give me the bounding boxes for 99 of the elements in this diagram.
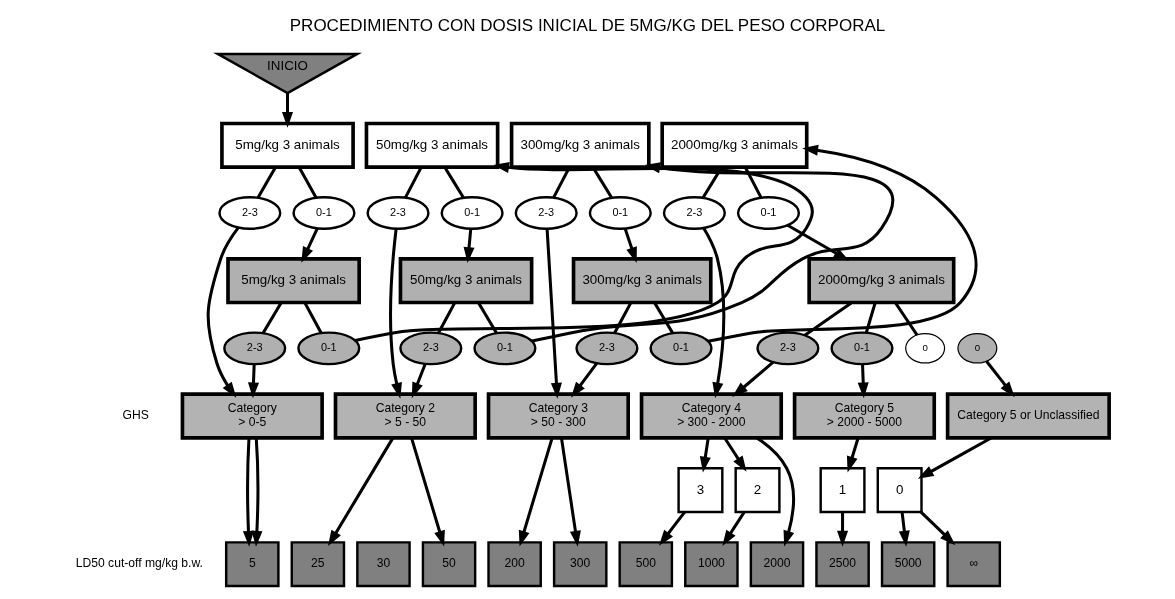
- label: LD50 cut-off mg/kg b.w.: [75, 556, 203, 571]
- arrow: [732, 361, 775, 398]
- connector: [653, 302, 675, 335]
- arrow: [985, 360, 1015, 398]
- arrow: [251, 438, 263, 547]
- node-ellipse: 0: [957, 333, 998, 364]
- arrow: [699, 437, 711, 473]
- connector: [303, 302, 323, 334]
- node-box: 2500: [815, 541, 870, 588]
- node-box: 2: [734, 467, 781, 514]
- node-box: 3: [677, 467, 724, 514]
- node-ellipse: 0-1: [440, 196, 504, 230]
- connector: [864, 302, 877, 334]
- arrow: [328, 437, 395, 547]
- node-ellipse: 2-3: [218, 196, 282, 230]
- arrow: [898, 511, 910, 547]
- arrow: [206, 226, 240, 398]
- node-box: 5mg/kg 3 animals: [226, 257, 361, 305]
- arrow: [411, 363, 427, 399]
- node-ellipse: 0-1: [292, 196, 356, 230]
- arrow: [917, 436, 992, 479]
- node-box: Category 3 > 50 - 300: [486, 392, 630, 440]
- node-ellipse: 0-1: [830, 331, 894, 366]
- node-box: 300: [552, 541, 608, 588]
- node-box: 2000mg/kg 3 animals: [660, 121, 809, 169]
- connector: [613, 302, 633, 334]
- node-ellipse: 0: [905, 333, 946, 364]
- node-ellipse: 0-1: [297, 331, 361, 366]
- arrow: [571, 362, 599, 398]
- arrow: [786, 223, 850, 261]
- node-box: 5: [224, 541, 280, 588]
- arrow: [389, 228, 402, 399]
- node-ellipse: 2-3: [756, 331, 820, 366]
- node-box: 50: [421, 541, 477, 588]
- node-box: 2000mg/kg 3 animals: [807, 257, 956, 305]
- arrow: [410, 437, 445, 547]
- connector: [437, 302, 457, 334]
- node-box: 30: [356, 541, 411, 588]
- node-ellipse: 2-3: [366, 196, 430, 230]
- node-box: Category > 0-5: [180, 392, 324, 440]
- connector: [297, 166, 318, 199]
- arrow: [247, 364, 260, 399]
- connector: [744, 166, 763, 199]
- arrow: [463, 228, 475, 263]
- node-box: 0: [876, 467, 923, 514]
- arrow: [707, 144, 978, 343]
- arrow: [658, 511, 686, 546]
- node-ellipse: 2-3: [575, 331, 639, 366]
- arrow: [756, 436, 796, 547]
- arrow: [518, 437, 554, 547]
- node-ellipse: 0-1: [588, 196, 652, 230]
- arrow: [242, 438, 254, 547]
- node-box: 5mg/kg 3 animals: [220, 121, 355, 169]
- node-box: 1000: [684, 541, 739, 588]
- arrow: [723, 437, 747, 472]
- arrow: [623, 227, 637, 263]
- connector: [443, 166, 465, 199]
- arrow: [722, 511, 746, 546]
- node-ellipse: 0-1: [649, 331, 713, 366]
- node-box: Category 5 or Unclassified: [945, 392, 1111, 440]
- arrow: [281, 93, 294, 128]
- diagram-title: PROCEDIMIENTO CON DOSIS INICIAL DE 5MG/KG DEL PESO CORPORAL: [289, 16, 886, 36]
- node-ellipse: 2-3: [662, 196, 726, 230]
- node-ellipse: 2-3: [514, 196, 578, 230]
- connector: [894, 302, 919, 336]
- node-box: 300mg/kg 3 animals: [509, 121, 651, 169]
- node-box: 2000: [749, 541, 805, 588]
- node-box: 5000: [880, 541, 936, 588]
- node-ellipse: 2-3: [399, 331, 463, 366]
- arrow: [559, 437, 581, 547]
- node-box: 25: [290, 541, 346, 588]
- connector: [404, 166, 423, 199]
- arrow: [920, 510, 956, 546]
- arrow: [354, 161, 814, 342]
- node-ellipse: 0-1: [473, 331, 537, 366]
- node-ellipse: 2-3: [223, 331, 287, 366]
- node-box: 50mg/kg 3 animals: [398, 257, 534, 305]
- arrow: [857, 364, 869, 399]
- node-box: Category 2 > 5 - 50: [333, 392, 477, 440]
- node-box: 300mg/kg 3 animals: [571, 257, 713, 305]
- node-box: 50mg/kg 3 animals: [364, 121, 500, 169]
- connector: [804, 301, 853, 337]
- node-box: ∞: [946, 541, 1002, 588]
- node-box: Category 4 > 300 - 2000: [639, 392, 784, 440]
- label: GHS: [122, 408, 149, 423]
- node-box: Category 5 > 2000 - 5000: [792, 392, 937, 440]
- connector: [261, 302, 283, 335]
- arrow: [301, 227, 319, 263]
- arrow: [531, 162, 894, 343]
- arrow: [846, 437, 860, 473]
- node-box: 1: [819, 467, 866, 514]
- node-box: 500: [618, 541, 674, 588]
- arrow: [837, 512, 849, 547]
- node-ellipse: 0-1: [736, 196, 801, 230]
- connector: [256, 166, 277, 199]
- arrow: [702, 227, 726, 399]
- arrow: [545, 228, 562, 399]
- connector: [477, 302, 498, 335]
- node-box: 200: [487, 541, 542, 588]
